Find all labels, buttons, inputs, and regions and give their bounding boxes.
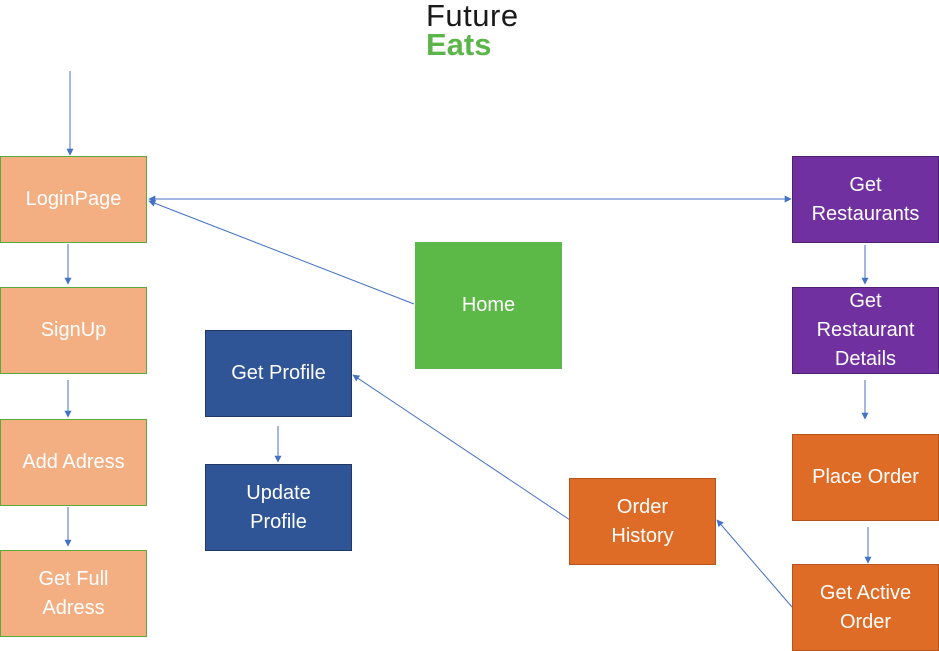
- node-get-active-order: Get Active Order: [792, 564, 939, 651]
- node-order-history: Order History: [569, 478, 716, 565]
- logo-text-eats: Eats: [426, 27, 492, 62]
- node-add-address: Add Adress: [0, 419, 147, 506]
- node-get-full-address: Get Full Adress: [0, 550, 147, 637]
- node-update-profile: Update Profile: [205, 464, 352, 551]
- logo-text-future: Future: [426, 0, 519, 33]
- arrow-home-to-login: [148, 200, 415, 305]
- node-login-page: LoginPage: [0, 156, 147, 243]
- node-get-restaurant-details: Get Restaurant Details: [792, 287, 939, 374]
- node-signup: SignUp: [0, 287, 147, 374]
- node-home: Home: [415, 242, 562, 369]
- arrow-history-to-profile: [352, 374, 571, 521]
- node-get-profile: Get Profile: [205, 330, 352, 417]
- arrow-active-to-order-history: [716, 519, 793, 608]
- node-get-restaurants: Get Restaurants: [792, 156, 939, 243]
- node-place-order: Place Order: [792, 434, 939, 521]
- future-eats-logo: Future Eats: [426, 0, 519, 60]
